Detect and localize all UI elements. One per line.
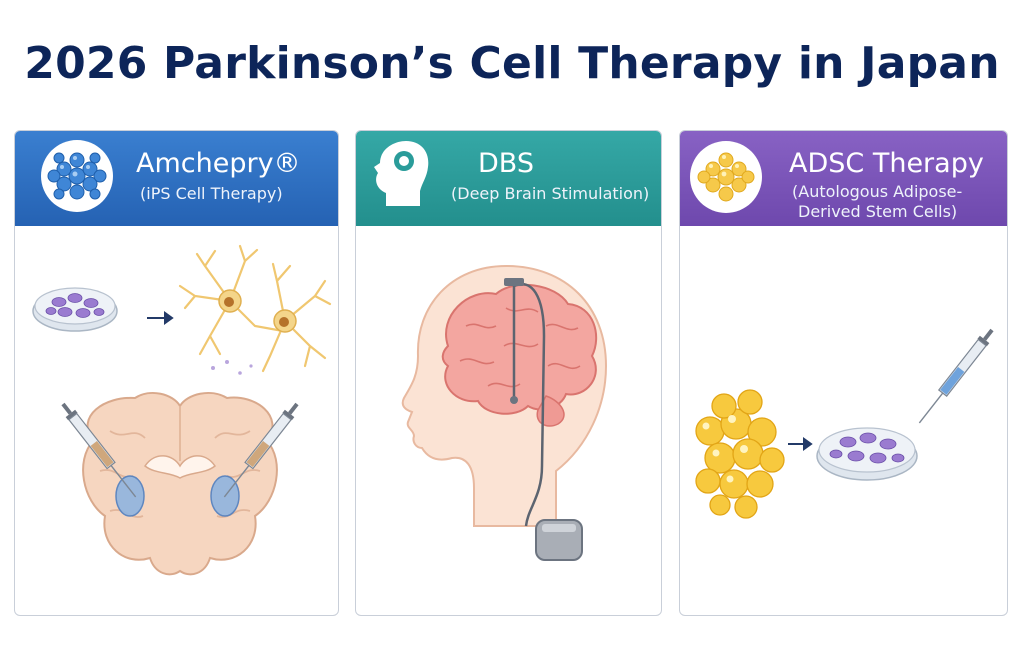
- panel-header-adsc: ADSC Therapy (Autologous Adipose- Derive…: [680, 131, 1007, 226]
- panel-header-dbs: DBS (Deep Brain Stimulation): [356, 131, 661, 226]
- panel-subtitle-dbs: (Deep Brain Stimulation): [451, 184, 650, 203]
- syringe-left-icon: [61, 402, 137, 498]
- panel-subtitle-adsc-line1: (Autologous Adipose-: [792, 182, 963, 201]
- panel-body-adsc: [680, 226, 1007, 615]
- pulse-generator-icon: [535, 519, 583, 561]
- panel-subtitle-amchepry: (iPS Cell Therapy): [140, 184, 283, 203]
- adsc-process-illustration: [695, 328, 994, 519]
- petri-dish-icon: [816, 427, 918, 481]
- panel-header-amchepry: Amchepry® (iPS Cell Therapy): [15, 131, 338, 226]
- arrow-icon: [788, 437, 813, 451]
- dbs-implant-illustration: [401, 264, 608, 561]
- petri-dish-icon: [32, 287, 118, 332]
- arrow-icon: [147, 311, 174, 325]
- syringe-icon: [918, 328, 994, 424]
- page-title: 2026 Parkinson’s Cell Therapy in Japan: [24, 38, 1000, 89]
- brain-coronal-section-icon: [82, 391, 278, 576]
- ips-cell-cluster-icon: [41, 140, 113, 212]
- panel-subtitle-adsc-line2: Derived Stem Cells): [798, 202, 958, 221]
- fat-cell-cluster-icon: [690, 141, 762, 213]
- syringe-right-icon: [223, 402, 299, 498]
- panel-body-dbs: [356, 226, 661, 615]
- panel-title-adsc: ADSC Therapy: [789, 148, 984, 179]
- panel-amchepry: Amchepry® (iPS Cell Therapy): [14, 130, 339, 616]
- head-profile-icon: [374, 141, 429, 206]
- panel-dbs: DBS (Deep Brain Stimulation): [355, 130, 662, 616]
- adipose-tissue-icon: [695, 389, 785, 519]
- ips-transplant-illustration: [32, 244, 332, 576]
- dbs-electrode-icon: [512, 283, 546, 527]
- panel-title-dbs: DBS: [478, 148, 534, 179]
- panel-title-amchepry: Amchepry®: [136, 148, 301, 179]
- panel-adsc: ADSC Therapy (Autologous Adipose- Derive…: [679, 130, 1008, 616]
- panel-body-amchepry: [15, 226, 338, 615]
- dopamine-neuron-icon: [178, 244, 332, 373]
